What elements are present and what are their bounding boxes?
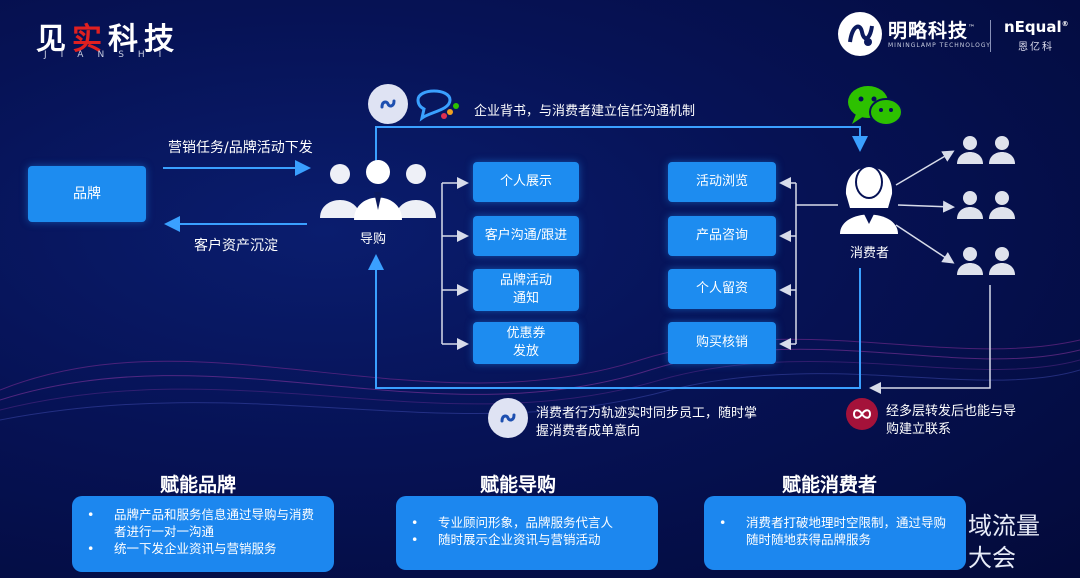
mininglamp-logo-icon: [838, 12, 882, 56]
jianshi-logo-subtitle: JIANSHI: [44, 50, 176, 60]
list-item: 统一下发企业资讯与营销服务: [87, 540, 320, 557]
list-item: 专业顾问形象，品牌服务代言人: [411, 514, 644, 531]
arrow-down-label: 营销任务/品牌活动下发: [168, 140, 313, 156]
nequal-chinese: 恩亿科: [1018, 42, 1054, 53]
section-title-brand: 赋能品牌: [160, 474, 237, 496]
nequal-name: nEqual®: [1004, 18, 1069, 36]
infinity-icon: [846, 398, 878, 430]
section-panel-guide: 专业顾问形象，品牌服务代言人 随时展示企业资讯与营销活动: [396, 496, 658, 570]
list-item: 随时展示企业资讯与营销活动: [411, 531, 644, 548]
bottom-label-line1: 消费者行为轨迹实时同步员工，随时掌: [536, 406, 758, 421]
right-label-line1: 经多层转发后也能与导: [886, 404, 1017, 419]
section-title-consumer: 赋能消费者: [782, 474, 878, 496]
background-wave: [0, 338, 1080, 421]
section-panel-brand: 品牌产品和服务信息通过导购与消费者进行一对一沟通 统一下发企业资讯与营销服务: [72, 496, 334, 572]
jianshi-logo: 见实科技: [36, 22, 180, 57]
mininglamp-english: MININGLAMP TECHNOLOGY: [888, 42, 991, 49]
chat-bubble-icon: [414, 82, 460, 122]
consumer-action-box: 购买核销: [668, 322, 776, 364]
section-title-guide: 赋能导购: [480, 474, 557, 496]
logo-divider: [990, 20, 991, 52]
overlay-text-2: 大会: [968, 544, 1016, 572]
consumer-action-box: 活动浏览: [668, 162, 776, 202]
brand-box: 品牌: [28, 166, 146, 222]
consumer-action-box: 个人留资: [668, 269, 776, 309]
list-item: 消费者打破地理时空限制，通过导购随时随地获得品牌服务: [719, 514, 952, 548]
consumer-avatar-icon: [840, 165, 898, 234]
overlay-text-1: 域流量: [968, 512, 1040, 540]
consumer-action-box: 产品咨询: [668, 216, 776, 256]
section-panel-consumer: 消费者打破地理时空限制，通过导购随时随地获得品牌服务: [704, 496, 966, 570]
guide-people-icon: [320, 160, 436, 220]
user-pair-icon: [957, 136, 1015, 275]
guide-action-box: 优惠券 发放: [473, 322, 579, 364]
guide-action-box: 客户沟通/跟进: [473, 216, 579, 256]
miniprogram-icon: [368, 84, 408, 124]
consumer-label: 消费者: [850, 246, 890, 261]
arrow-up-label: 客户资产沉淀: [194, 238, 278, 254]
miniprogram-icon: [488, 398, 528, 438]
bottom-label-line2: 握消费者成单意向: [536, 424, 641, 439]
guide-label: 导购: [360, 232, 387, 247]
mininglamp-name: 明略科技™: [888, 20, 977, 42]
guide-action-box: 品牌活动 通知: [473, 269, 579, 311]
wechat-icon: [848, 86, 903, 126]
guide-action-box: 个人展示: [473, 162, 579, 202]
top-label: 企业背书，与消费者建立信任沟通机制: [474, 104, 696, 119]
list-item: 品牌产品和服务信息通过导购与消费者进行一对一沟通: [87, 506, 320, 540]
right-label-line2: 购建立联系: [886, 422, 952, 437]
